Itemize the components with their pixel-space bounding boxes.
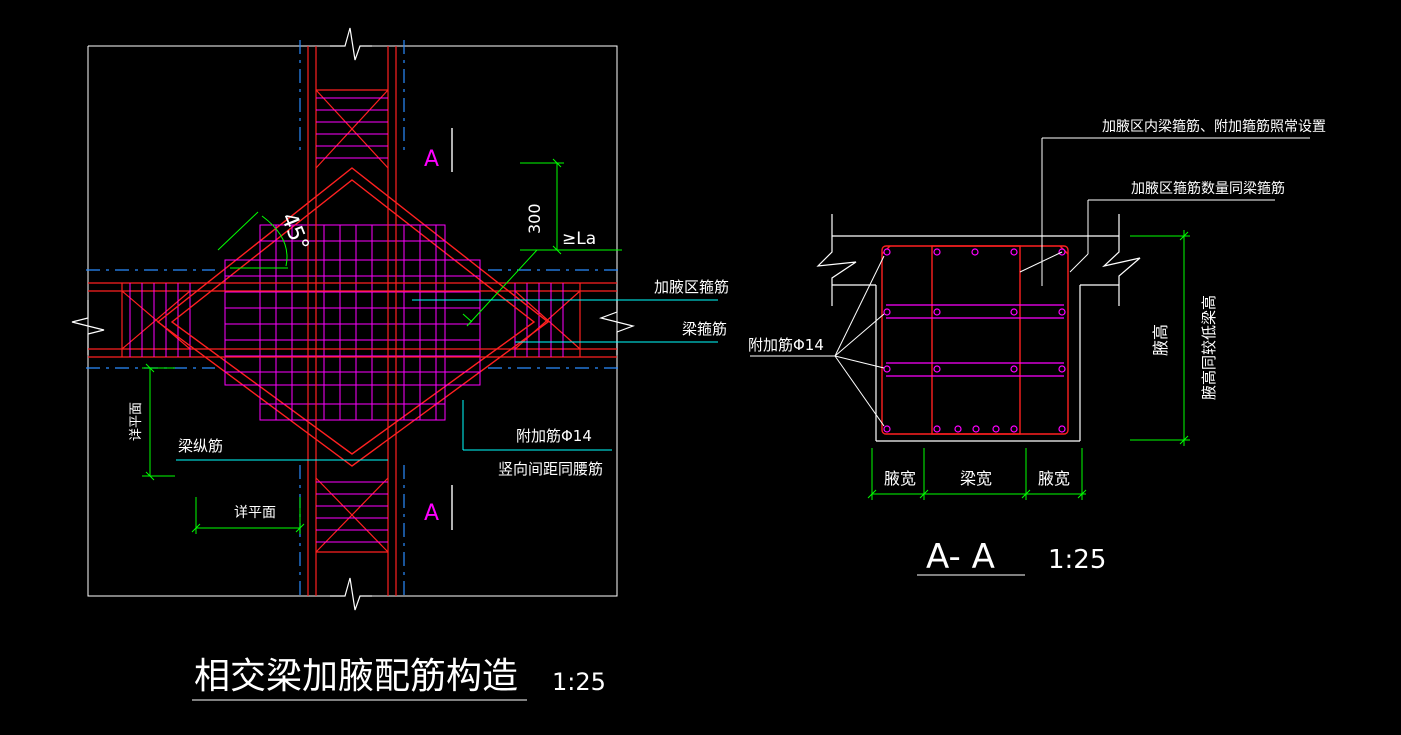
section-note-leaders (1019, 137, 1310, 286)
dimension-300-label: 300 (525, 203, 544, 234)
slab-lines (816, 214, 1141, 442)
label-additional-bar: 附加筋Φ14 (516, 427, 592, 445)
dimension-300 (462, 158, 622, 327)
section-additional-bars (886, 304, 1064, 377)
plan-view: 45° 300 ≥La A A 加腋区箍筋 梁箍筋 (71, 27, 729, 701)
section-height-dimension (1130, 230, 1190, 446)
dim-haunch-height-note: 腋高同较低梁高 (1200, 295, 1218, 400)
vertical-beam-top-rebar (307, 46, 397, 170)
label-vertical-spacing: 竖向间距同腰筋 (498, 460, 603, 478)
vertical-beam-bottom-stirrups (316, 481, 388, 543)
section-additional-bar-leaders (750, 255, 885, 427)
section-note-top-2: 加腋区箍筋数量同梁箍筋 (1131, 180, 1285, 197)
section-rebar-dots (883, 248, 1066, 433)
vertical-beam-bottom-rebar (307, 470, 397, 596)
label-see-plan-vertical: 详平面 (129, 402, 144, 441)
horizontal-beam-left-stirrups (129, 283, 191, 357)
haunch-stirrup-grid (224, 224, 481, 421)
break-symbol-top (330, 27, 372, 61)
dim-haunch-width-left: 腋宽 (884, 469, 916, 488)
plan-border (87, 45, 618, 597)
dim-beam-width: 梁宽 (960, 469, 992, 488)
horizontal-beam-right-stirrups (514, 283, 564, 357)
dimension-la-label: ≥La (562, 229, 596, 249)
section-mark-top: A (424, 147, 439, 172)
section-note-top-1: 加腋区内梁箍筋、附加箍筋照常设置 (1102, 118, 1326, 135)
plan-title: 相交梁加腋配筋构造 (194, 656, 518, 697)
break-symbol-bottom (330, 577, 372, 611)
horizontal-beam-right-rebar (488, 282, 617, 358)
label-haunch-stirrup: 加腋区箍筋 (654, 278, 729, 296)
break-symbol-right (598, 300, 636, 355)
label-leaders-right (412, 299, 718, 451)
section-width-dimensions (867, 448, 1087, 500)
dim-haunch-width-right: 腋宽 (1038, 469, 1070, 488)
section-mark-bottom: A (424, 501, 439, 526)
break-symbol-left (71, 300, 105, 355)
label-see-plan-horizontal: 详平面 (234, 505, 276, 521)
plan-scale: 1:25 (552, 668, 606, 696)
angle-45-annotation (217, 211, 288, 269)
dim-haunch-height: 腋高 (1151, 324, 1170, 356)
section-label-additional-bar: 附加筋Φ14 (748, 336, 824, 354)
label-beam-longitudinal: 梁纵筋 (178, 437, 223, 455)
dimension-see-plan (142, 363, 305, 534)
haunch-diamond (156, 167, 550, 467)
section-scale: 1:25 (1048, 545, 1106, 575)
section-stirrups (881, 245, 1069, 435)
label-beam-stirrup: 梁箍筋 (682, 320, 727, 338)
vertical-beam-top-stirrups (316, 97, 388, 159)
section-title: A- A (926, 537, 995, 577)
core-main-bars (215, 170, 488, 470)
horizontal-beam-left-rebar (88, 282, 215, 358)
section-view: 加腋区内梁箍筋、附加箍筋照常设置 加腋区箍筋数量同梁箍筋 附加筋Φ14 腋宽 梁… (748, 118, 1326, 577)
